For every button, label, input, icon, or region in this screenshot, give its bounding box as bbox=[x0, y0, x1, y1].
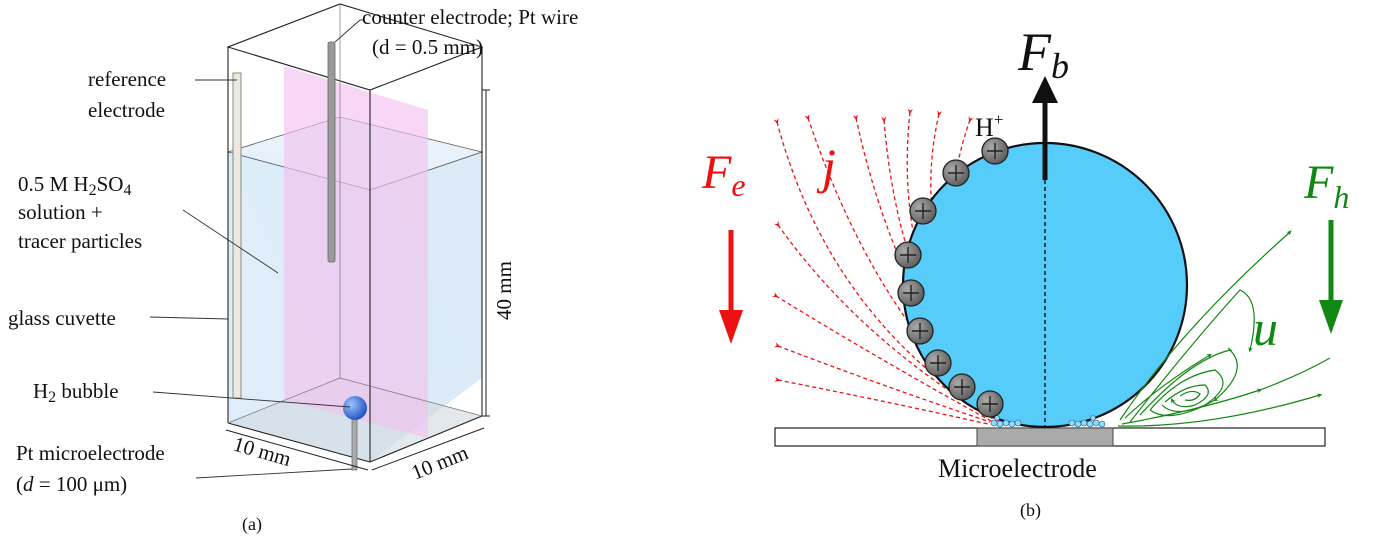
membrane bbox=[284, 66, 428, 438]
label-f-h: Fh bbox=[1303, 156, 1349, 215]
proton-ion bbox=[981, 137, 1009, 165]
proton-ion bbox=[909, 197, 937, 225]
reference-electrode bbox=[232, 72, 242, 399]
label-solution: 0.5 M H2SO4 solution + tracer particles bbox=[18, 172, 142, 253]
label-h2-bubble: H2 bubble bbox=[33, 379, 119, 406]
label-height-40mm: 40 mm bbox=[492, 261, 516, 320]
label-h-plus: H+ bbox=[975, 110, 1003, 142]
electric-force-arrow bbox=[719, 230, 743, 344]
micro-bubbles bbox=[990, 415, 1106, 428]
h2-bubble bbox=[343, 396, 367, 420]
label-current-j: j bbox=[816, 138, 836, 194]
proton-ion bbox=[906, 317, 934, 345]
label-pt-microelectrode: Pt microelectrode (d = 100 μm) bbox=[16, 441, 170, 496]
caption-b: (b) bbox=[1020, 500, 1041, 521]
microelectrode-pad bbox=[976, 427, 1114, 447]
label-f-b: Fb bbox=[1017, 22, 1069, 86]
proton-ion bbox=[942, 159, 970, 187]
label-glass-cuvette: glass cuvette bbox=[8, 306, 116, 330]
caption-a: (a) bbox=[242, 514, 262, 535]
proton-ion bbox=[976, 390, 1004, 418]
label-reference-electrode: reference electrode bbox=[88, 67, 171, 122]
proton-ion bbox=[897, 279, 925, 307]
proton-ion bbox=[948, 373, 976, 401]
hydro-force-arrow bbox=[1319, 220, 1343, 334]
proton-layer bbox=[894, 137, 1009, 418]
cuvette-frame bbox=[226, 3, 484, 463]
label-counter-electrode: counter electrode; Pt wire (d = 0.5 mm) bbox=[362, 5, 584, 59]
label-depth-10mm: 10 mm bbox=[408, 440, 472, 484]
panel-b: Fb Fe Fh j u H+ Microelectrode (b) bbox=[701, 22, 1349, 521]
label-velocity-u: u bbox=[1253, 300, 1278, 356]
proton-ion bbox=[894, 241, 922, 269]
flow-streamlines bbox=[1117, 230, 1331, 427]
dimension-lines bbox=[225, 89, 490, 471]
buoyancy-arrow bbox=[1032, 76, 1058, 180]
panel-a: counter electrode; Pt wire (d = 0.5 mm) … bbox=[8, 3, 584, 535]
label-microelectrode: Microelectrode bbox=[938, 454, 1097, 483]
leader-lines bbox=[149, 19, 365, 479]
counter-electrode-wire bbox=[327, 41, 336, 263]
proton-ion bbox=[924, 349, 952, 377]
label-f-e: Fe bbox=[701, 146, 746, 203]
